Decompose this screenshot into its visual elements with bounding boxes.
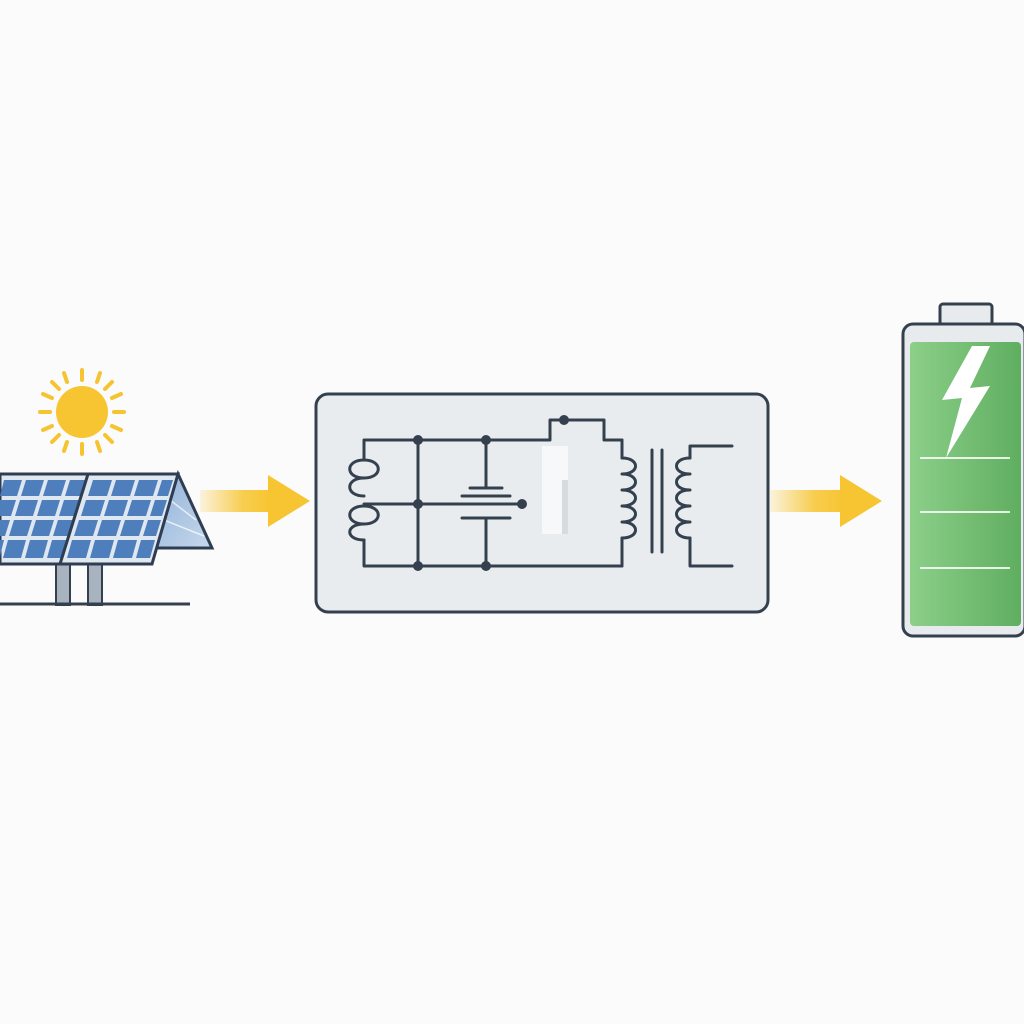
arrow-right-icon [200,475,310,527]
battery-charging-icon [901,302,1024,638]
battery-charge-fill [910,342,1021,626]
panel-support [0,559,190,606]
solar-panel-group [0,368,215,606]
arrow-right-icon [770,475,882,527]
switch-component [542,446,568,534]
solar-panel-right [57,472,180,566]
lightning-bolt-icon [942,346,990,458]
circuit-schematic-icon [314,392,770,614]
sun-icon [38,368,126,456]
